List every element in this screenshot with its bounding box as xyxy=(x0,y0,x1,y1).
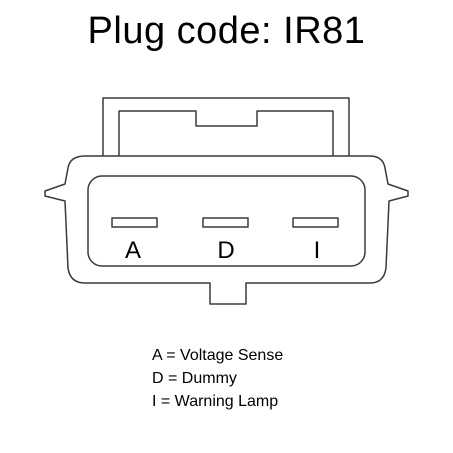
plug-code-title: Plug code: IR81 xyxy=(87,10,366,52)
latch-tab-outer xyxy=(102,97,350,156)
pin-a-terminal xyxy=(111,217,158,228)
pin-a-label: A xyxy=(125,237,141,264)
latch-tab-inner xyxy=(118,110,334,156)
legend-item-d: D = Dummy xyxy=(152,370,237,387)
legend-item-i: I = Warning Lamp xyxy=(152,393,279,410)
pin-i-label: I xyxy=(314,237,321,264)
pin-d-terminal xyxy=(202,217,249,228)
pin-legend: A = Voltage Sense D = Dummy I = Warning … xyxy=(152,344,283,413)
legend-item-a: A = Voltage Sense xyxy=(152,347,284,364)
connector-housing xyxy=(44,155,409,305)
pin-d-label: D xyxy=(217,237,234,264)
pin-i-terminal xyxy=(292,217,339,228)
socket-cavity xyxy=(87,175,366,267)
